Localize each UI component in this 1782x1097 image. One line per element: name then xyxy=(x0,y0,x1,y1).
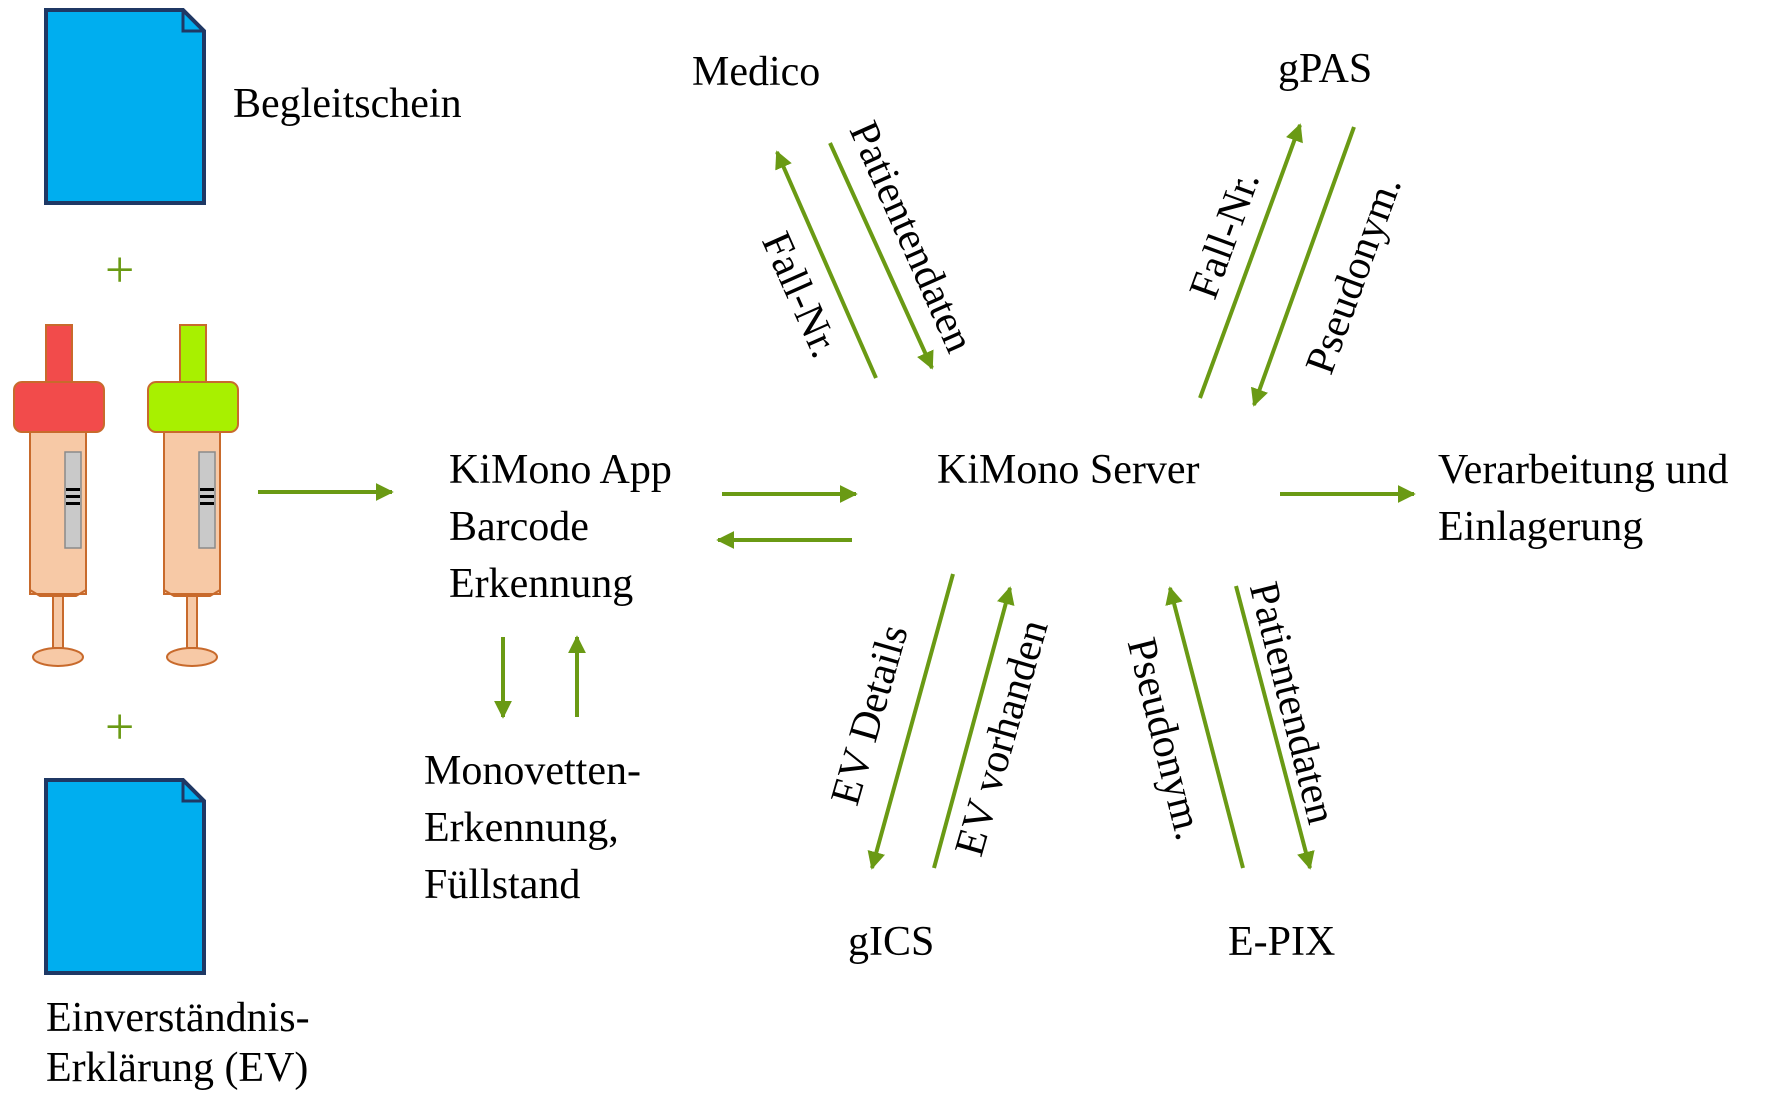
begleitschein-label: Begleitschein xyxy=(233,81,462,127)
medico-label: Medico xyxy=(692,49,821,95)
app-label-line1: KiMono App xyxy=(449,447,672,493)
consent-label-line2: Erklärung (EV) xyxy=(46,1045,309,1091)
arrow-server-to-epix xyxy=(1234,585,1315,870)
arrow-server-to-gics xyxy=(867,573,955,870)
arrow-server-to-gpas xyxy=(1198,123,1303,399)
gpas-label: gPAS xyxy=(1278,46,1373,92)
app-label-line3: Erkennung xyxy=(449,561,634,607)
plus-sign-bottom: + xyxy=(105,699,135,756)
begleitschein-document-icon xyxy=(44,8,206,205)
output-label-line1: Verarbeitung und xyxy=(1438,447,1729,493)
arrow-gpas-to-server xyxy=(1251,126,1356,407)
consent-document-icon xyxy=(44,778,206,975)
green-blood-tube-icon xyxy=(147,324,239,667)
app-label-line2: Barcode xyxy=(449,504,589,550)
gics-label: gICS xyxy=(848,919,935,965)
monovette-label-line2: Erkennung, xyxy=(424,805,619,851)
arrow-server-to-medico xyxy=(775,150,878,379)
plus-sign-top: + xyxy=(105,242,135,299)
monovette-label-line1: Monovetten- xyxy=(424,748,641,794)
epix-label: E-PIX xyxy=(1228,919,1336,965)
consent-label-line1: Einverständnis- xyxy=(46,995,310,1041)
arrow-gics-to-server xyxy=(932,586,1015,869)
arrow-medico-to-server xyxy=(828,142,934,370)
monovette-label-line3: Füllstand xyxy=(424,862,581,908)
output-label-line2: Einlagerung xyxy=(1438,504,1644,550)
red-blood-tube-icon xyxy=(13,324,105,667)
arrow-epix-to-server xyxy=(1165,586,1245,869)
server-label: KiMono Server xyxy=(937,447,1200,493)
